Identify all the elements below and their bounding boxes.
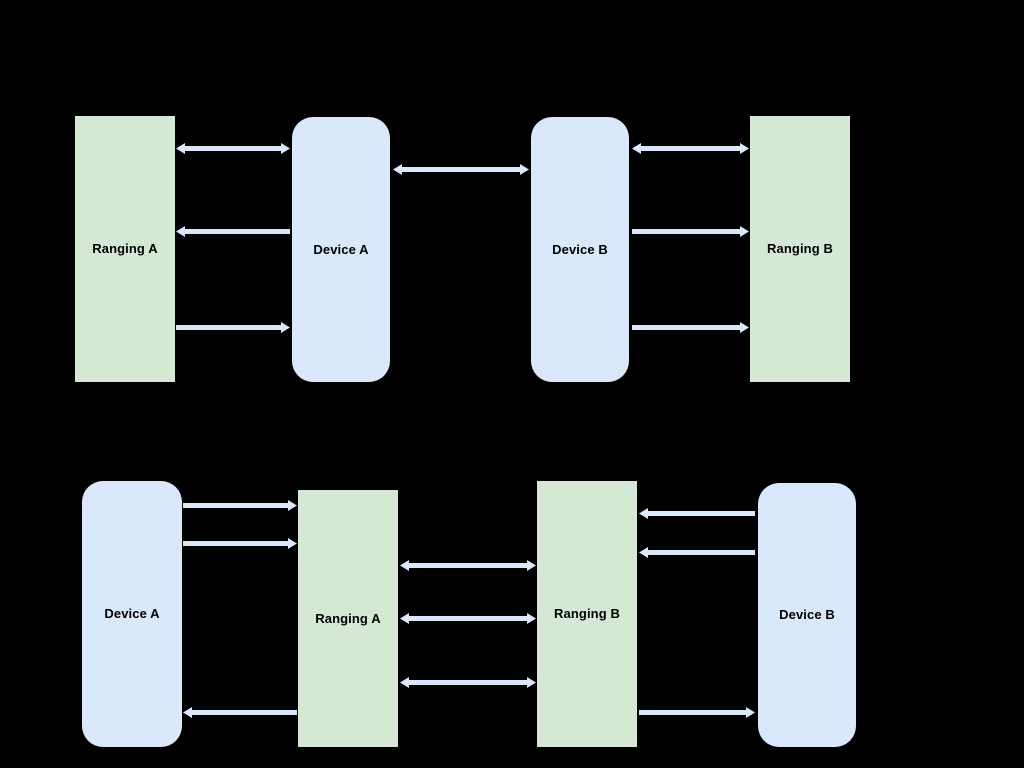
arrow-right-top-ranging-a-to-top-device-a <box>176 321 290 334</box>
arrow-both-bot-ranging-a-to-bot-ranging-b <box>400 612 536 625</box>
node-label: Device B <box>552 241 608 257</box>
node-label: Device B <box>779 607 835 623</box>
arrow-left-bot-ranging-a-to-bot-device-a <box>183 706 297 719</box>
arrow-both-bot-ranging-a-to-bot-ranging-b <box>400 559 536 572</box>
node-label: Device A <box>313 241 369 257</box>
node-top-ranging-b[interactable]: Ranging B <box>750 116 850 382</box>
arrow-left-bot-device-b-to-bot-ranging-b <box>639 507 755 520</box>
node-label: Ranging B <box>554 606 620 622</box>
node-label: Ranging A <box>315 610 381 626</box>
node-bot-device-b[interactable]: Device B <box>758 483 856 747</box>
node-bot-ranging-a[interactable]: Ranging A <box>298 490 398 747</box>
arrow-right-bot-device-a-to-bot-ranging-a <box>183 499 297 512</box>
node-top-ranging-a[interactable]: Ranging A <box>75 116 175 382</box>
node-label: Ranging A <box>92 241 158 257</box>
arrow-left-top-device-a-to-top-ranging-a <box>176 225 290 238</box>
arrow-both-top-device-b-to-top-ranging-b <box>632 142 749 155</box>
node-top-device-b[interactable]: Device B <box>531 117 629 382</box>
node-label: Device A <box>104 606 160 622</box>
node-bot-device-a[interactable]: Device A <box>82 481 182 747</box>
arrow-right-bot-device-a-to-bot-ranging-a <box>183 537 297 550</box>
arrow-both-bot-ranging-a-to-bot-ranging-b <box>400 676 536 689</box>
arrow-right-top-device-b-to-top-ranging-b <box>632 321 749 334</box>
node-label: Ranging B <box>767 241 833 257</box>
node-top-device-a[interactable]: Device A <box>292 117 390 382</box>
arrow-both-top-ranging-a-to-top-device-a <box>176 142 290 155</box>
arrow-right-bot-ranging-b-to-bot-device-b <box>639 706 755 719</box>
arrow-left-bot-device-b-to-bot-ranging-b <box>639 546 755 559</box>
node-bot-ranging-b[interactable]: Ranging B <box>537 481 637 747</box>
arrow-both-top-device-a-to-top-device-b <box>393 163 529 176</box>
arrow-right-top-device-b-to-top-ranging-b <box>632 225 749 238</box>
